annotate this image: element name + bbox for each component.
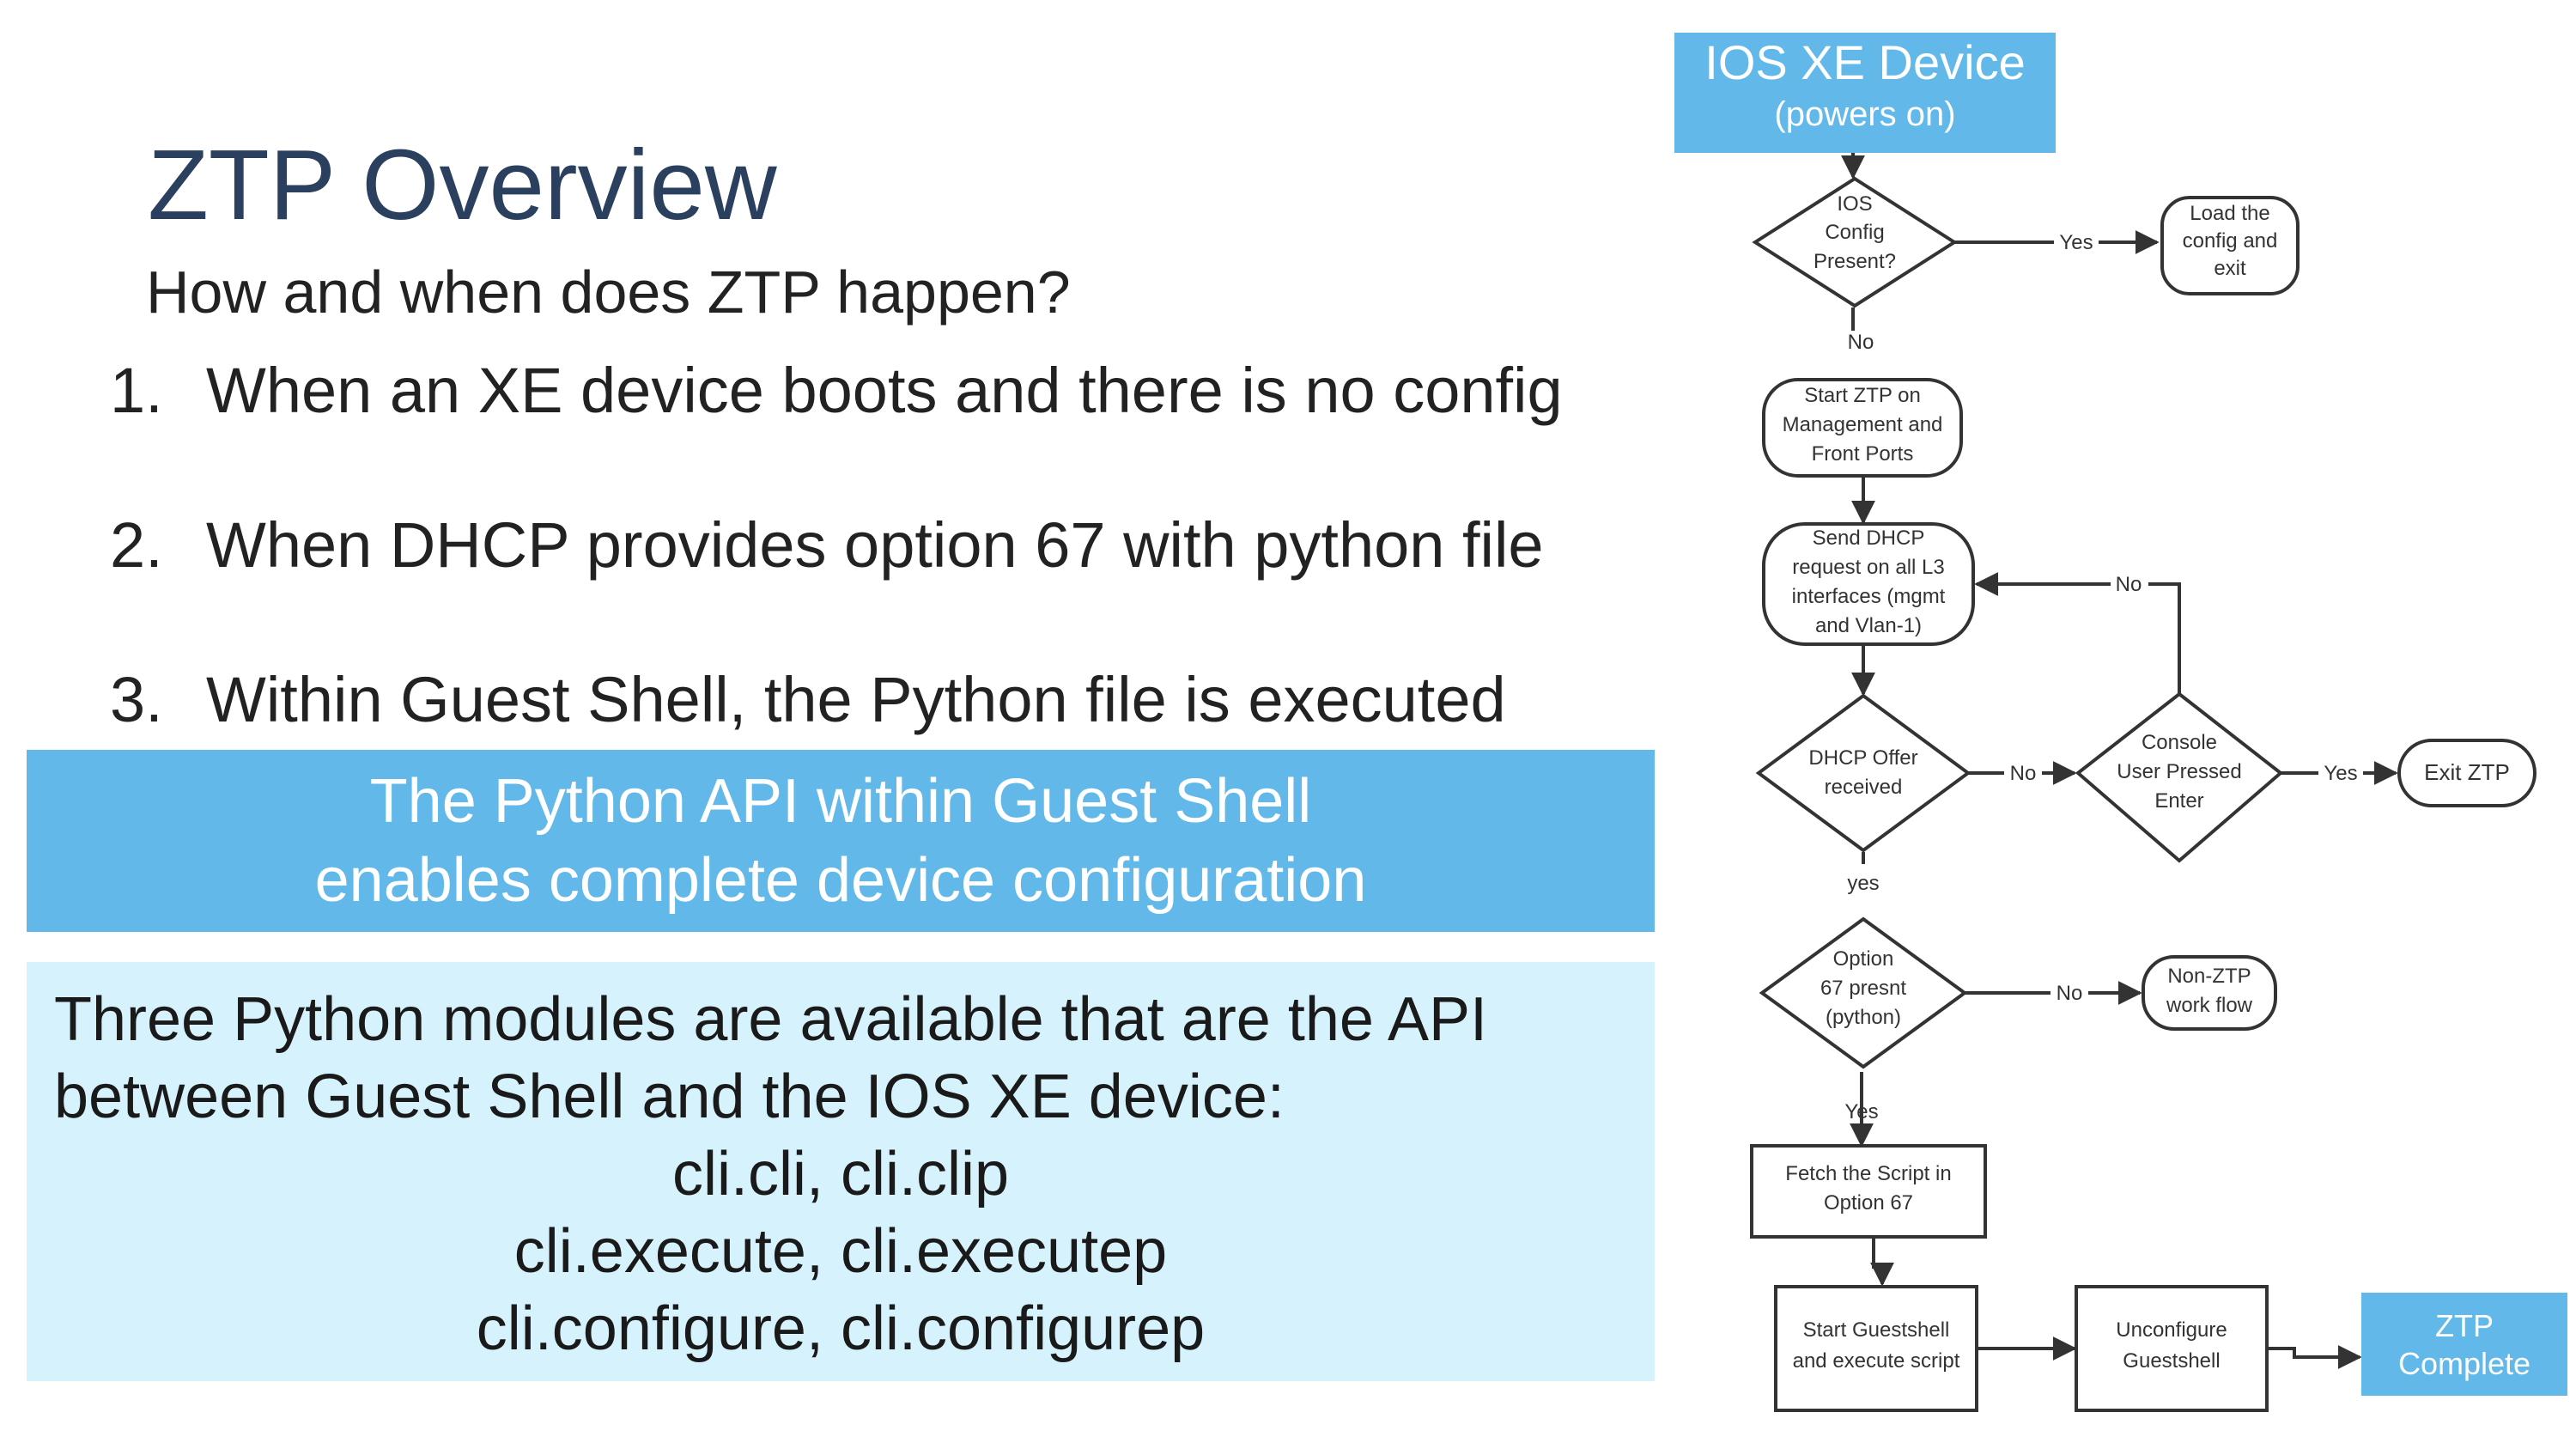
decision-label: Present? [1814,250,1896,273]
start-guestshell-node: Start Guestshell and execute script [1774,1285,1978,1412]
decision-label: Console [2142,731,2217,754]
step-item: 1. When an XE device boots and there is n… [110,354,1563,427]
node-label: and Vlan-1) [1815,614,1922,637]
load-config-node: Load the config and exit [2160,196,2300,295]
decision-label: User Pressed [2117,760,2241,783]
decision-config-present: IOS Config Present? [1752,176,1958,308]
send-dhcp-node: Send DHCP request on all L3 interfaces (… [1762,522,1975,646]
exit-ztp-node: Exit ZTP [2397,739,2537,807]
api-banner: The Python API within Guest Shell enable… [27,750,1655,932]
node-label: work flow [2166,994,2253,1017]
edge-label-no: No [2010,762,2037,785]
start-node: IOS XE Device (powers on) [1674,33,2056,153]
decision-label: Enter [2154,789,2203,813]
banner-line: The Python API within Guest Shell [369,767,1312,836]
module-name: cli.configure, cli.configurep [476,1294,1206,1363]
edge-label-yes: yes [1847,872,1879,895]
node-label: Front Ports [1812,442,1914,466]
node-label: config and [2183,229,2278,253]
decision-label: (python) [1826,1006,1901,1029]
decision-label: 67 presnt [1820,977,1906,1000]
node-label: Exit ZTP [2424,759,2510,785]
decision-label: received [1825,776,1903,799]
node-label: Fetch the Script in [1785,1162,1951,1185]
node-label: Start Guestshell [1803,1318,1950,1342]
start-node-title: IOS XE Device [1704,35,2025,89]
fetch-script-node: Fetch the Script in Option 67 [1750,1144,1987,1239]
page-title: ZTP Overview [148,129,777,240]
step-text: When an XE device boots and there is no … [206,355,1563,426]
start-node-subtitle: (powers on) [1774,95,1955,133]
step-item: 2. When DHCP provides option 67 with pyth… [110,508,1544,581]
node-label: interfaces (mgmt [1792,585,1946,608]
node-label: ZTP [2435,1308,2494,1343]
modules-intro: Three Python modules are available that … [54,985,1488,1054]
node-label: exit [2214,257,2246,280]
node-label: Complete [2398,1346,2530,1381]
edge-label-no: No [2057,982,2083,1005]
decision-dhcp-offer: DHCP Offer received [1755,693,1971,853]
node-label: request on all L3 [1792,556,1944,579]
step-number: 1. [110,355,163,426]
edge-label-no: No [1848,331,1874,354]
node-label: Send DHCP [1813,527,1925,550]
module-name: cli.execute, cli.executep [513,1217,1168,1286]
step-text: When DHCP provides option 67 with python… [206,509,1544,581]
decision-label: Config [1825,221,1884,244]
ztp-flowchart: IOS XE Device (powers on) IOS Config Pre… [1674,33,2567,1412]
node-label: Non-ZTP [2167,965,2251,988]
step-text: Within Guest Shell, the Python file is e… [206,664,1506,735]
step-item: 3. Within Guest Shell, the Python file is… [110,663,1506,736]
decision-label: IOS [1837,192,1872,216]
decision-console: Console User Pressed Enter [2075,691,2284,863]
decision-label: Option [1833,947,1894,971]
node-label: Guestshell [2123,1349,2220,1373]
node-label: Start ZTP on [1804,384,1921,407]
node-label: Load the [2190,202,2269,225]
unconfigure-guestshell-node: Unconfigure Guestshell [2075,1285,2269,1412]
step-number: 2. [110,509,163,581]
module-name: cli.cli, cli.clip [671,1140,1010,1209]
decision-label: DHCP Offer [1808,746,1917,770]
modules-intro: between Guest Shell and the IOS XE devic… [54,1062,1285,1131]
page-subtitle: How and when does ZTP happen? [146,259,1071,326]
ztp-complete-node: ZTP Complete [2361,1293,2567,1396]
node-label: and execute script [1793,1349,1960,1373]
edge-label-yes: Yes [2324,762,2357,785]
node-label: Option 67 [1824,1191,1913,1215]
edge-label-no: No [2116,573,2142,596]
non-ztp-node: Non-ZTP work flow [2142,955,2277,1031]
modules-box: Three Python modules are available that … [27,962,1655,1381]
start-ztp-node: Start ZTP on Management and Front Ports [1762,378,1963,478]
node-label: Management and [1783,413,1943,436]
step-number: 3. [110,664,163,735]
node-label: Unconfigure [2116,1318,2227,1342]
edge-label-yes: Yes [1844,1100,1878,1123]
banner-line: enables complete device configuration [314,846,1367,915]
edge-label-yes: Yes [2059,231,2093,254]
decision-option67: Option 67 presnt (python) [1759,916,1968,1069]
